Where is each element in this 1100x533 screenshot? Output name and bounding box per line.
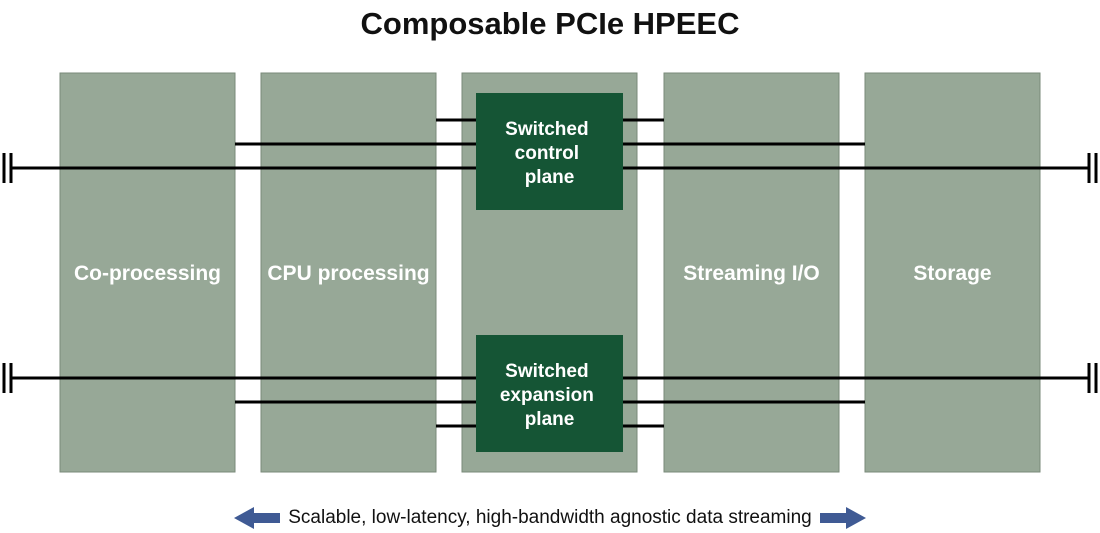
switched-control-plane: [476, 93, 623, 210]
bus-end-cap-icon: [2, 363, 13, 393]
diagram-title: Composable PCIe HPEEC: [360, 6, 740, 41]
expansion-plane-line-2: expansion: [500, 385, 594, 406]
arrow-left-icon: [234, 507, 281, 529]
label-cpu-processing: CPU processing: [267, 262, 429, 285]
arrow-right-icon: [819, 507, 866, 529]
bus-end-cap-icon: [1087, 363, 1098, 393]
bus-end-cap-icon: [1087, 153, 1098, 183]
column-storage: [864, 72, 1041, 473]
label-streaming-io: Streaming I/O: [683, 262, 820, 285]
caption-row: Scalable, low-latency, high-bandwidth ag…: [0, 503, 1100, 533]
control-plane-label: Switched control plane: [505, 119, 594, 188]
column-co-processing: [59, 72, 236, 473]
expansion-plane-line-1: Switched: [505, 361, 588, 382]
column-cpu-processing: [260, 72, 437, 473]
expansion-plane-line-3: plane: [525, 409, 575, 430]
switched-expansion-plane: [476, 335, 623, 452]
bus-end-cap-icon: [2, 153, 13, 183]
column-streaming-io: [663, 72, 840, 473]
bus-terminators: [2, 153, 1098, 393]
control-plane-line-2: control: [515, 143, 579, 164]
label-storage: Storage: [913, 262, 991, 285]
expansion-plane-label: Switched expansion plane: [500, 361, 599, 430]
streaming-caption: Scalable, low-latency, high-bandwidth ag…: [288, 507, 812, 528]
label-co-processing: Co-processing: [74, 262, 221, 285]
control-plane-line-3: plane: [525, 167, 575, 188]
control-plane-line-1: Switched: [505, 119, 588, 140]
column-labels: Co-processing CPU processing Streaming I…: [74, 262, 992, 285]
